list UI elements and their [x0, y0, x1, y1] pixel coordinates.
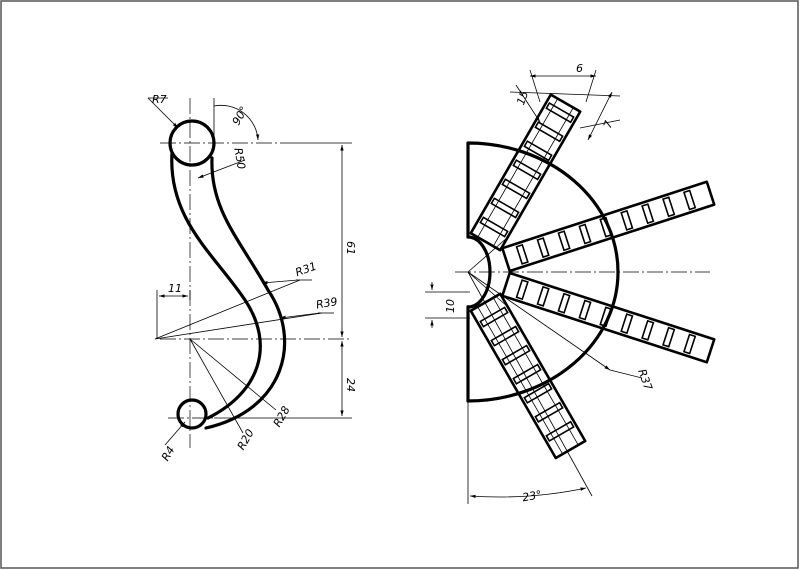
spoke-slat — [545, 101, 575, 124]
label-r7: R7 — [152, 93, 167, 106]
r39-line — [154, 312, 323, 340]
r31-arrow — [261, 279, 299, 285]
hub-ref-top — [467, 236, 509, 273]
spoke-slat — [512, 363, 542, 385]
spoke-down-inner-a — [492, 297, 579, 446]
label-d11: 11 — [168, 282, 182, 295]
spoke-slat — [536, 285, 550, 307]
spoke-slat — [536, 237, 550, 259]
spoke-slat — [620, 209, 634, 231]
spoke-lower-right — [501, 271, 716, 364]
hook-inner-edge — [204, 156, 287, 430]
dim-7-line — [587, 91, 613, 141]
label-d24: 24 — [344, 378, 357, 392]
ext-6-left — [529, 69, 541, 103]
label-r50: R50 — [231, 147, 248, 171]
spoke-slat — [545, 420, 575, 443]
r37-line — [467, 271, 611, 371]
spoke-slat — [641, 319, 655, 341]
s-hook-view: R7 90° R50 61 11 R31 R39 24 R28 R20 R4 — [147, 93, 357, 463]
fan-view: 6 15 7 10 R37 23° — [425, 62, 716, 504]
spoke-down — [469, 292, 587, 460]
spoke-down-outline — [469, 292, 587, 460]
label-angle90: 90° — [230, 104, 251, 127]
spoke-upper-right-slats — [515, 189, 697, 265]
label-angle23: 23° — [521, 488, 542, 504]
spoke-slat — [501, 178, 531, 200]
spoke-slat — [534, 121, 564, 143]
spoke-slat — [599, 216, 613, 238]
label-r31: R31 — [294, 260, 319, 280]
label-d7: 7 — [601, 119, 616, 130]
r7-leader — [147, 97, 179, 129]
spoke-slat — [479, 216, 509, 238]
hub-arc — [466, 235, 492, 309]
spoke-slat — [534, 401, 564, 423]
spoke-slat — [490, 197, 520, 219]
ext-7 — [579, 119, 621, 129]
label-r4: R4 — [159, 444, 178, 463]
label-r39: R39 — [315, 295, 339, 312]
spoke-slat — [682, 189, 697, 211]
r4-leader — [164, 421, 186, 446]
spoke-slat — [620, 313, 634, 335]
spoke-up-outline — [469, 93, 582, 252]
r50-leader — [197, 159, 246, 179]
spoke-upper-right-outline — [501, 180, 716, 273]
dim-23-arc — [469, 487, 587, 499]
hook-outer-edge — [170, 151, 262, 420]
angle90-arc — [213, 104, 260, 141]
label-d6: 6 — [576, 62, 583, 75]
label-d15: 15 — [514, 89, 531, 107]
spoke-slat — [662, 326, 676, 348]
spoke-slat — [641, 203, 655, 225]
spoke-slat — [501, 344, 531, 366]
spoke-slat — [557, 230, 571, 252]
spoke-slat — [557, 292, 571, 314]
spoke-slat — [515, 279, 529, 301]
spoke-slat — [578, 299, 592, 321]
ext-23-right — [467, 271, 593, 497]
r39-arrow — [279, 312, 321, 319]
spoke-up — [469, 93, 582, 252]
spoke-upper-right — [501, 180, 716, 273]
r20-line — [189, 338, 244, 434]
spoke-slat — [682, 333, 697, 355]
label-r28: R28 — [271, 404, 293, 429]
bottom-eye-circle — [176, 398, 208, 430]
label-r37: R37 — [635, 367, 655, 392]
spoke-slat — [479, 306, 509, 328]
spoke-slat — [515, 243, 529, 265]
hub-ref-bottom — [467, 271, 509, 308]
label-d10: 10 — [444, 299, 457, 313]
spoke-slat — [578, 223, 592, 245]
spoke-slat — [523, 382, 553, 404]
spoke-lower-right-slats — [515, 279, 697, 355]
spoke-slat — [490, 325, 520, 347]
r37-shelf — [609, 369, 643, 379]
label-d61: 61 — [344, 241, 357, 255]
spoke-slat — [662, 196, 676, 218]
spoke-down-slats — [479, 306, 575, 443]
r28-line — [189, 338, 277, 411]
spoke-slat — [512, 159, 542, 181]
spoke-slat — [599, 306, 613, 328]
spoke-up-slats — [479, 101, 575, 238]
ext-6-right — [585, 69, 597, 103]
spoke-slat — [523, 140, 553, 162]
spoke-lower-right-outline — [501, 271, 716, 364]
r31-line — [154, 279, 301, 340]
label-r20: R20 — [235, 427, 257, 452]
spoke-down-inner-b — [477, 306, 564, 455]
dim-15-line — [515, 84, 541, 123]
half-disk-outline — [466, 141, 620, 403]
